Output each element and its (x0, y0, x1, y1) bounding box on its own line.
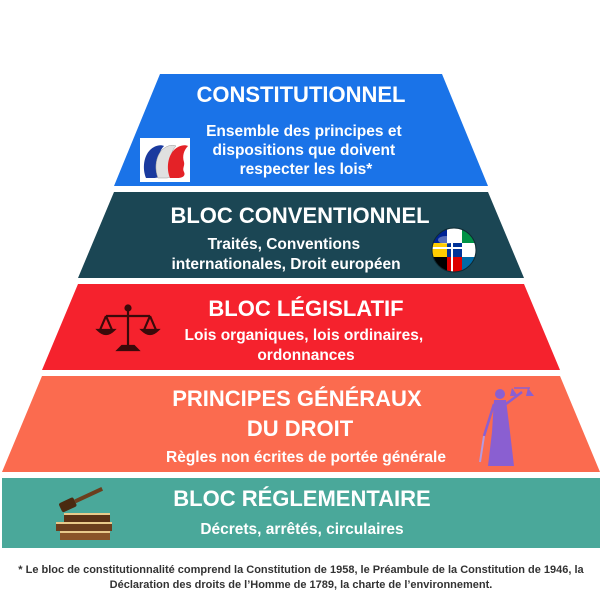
tier-title-line-2: CONSTITUTIONNEL (197, 82, 406, 107)
tier-shape (2, 478, 600, 548)
tier-title: BLOC LÉGISLATIF (208, 296, 403, 321)
tier-title: BLOC RÉGLEMENTAIRE (173, 486, 430, 511)
pyramid-diagram: BLOC CONSTITUTIONNEL Ensemble des princi… (2, 52, 600, 548)
tier-subtitle: Règles non écrites de portée générale (166, 449, 446, 466)
lady-justice-icon (479, 387, 534, 466)
tier-subtitle: Traités, Conventions internationales, Dr… (171, 236, 400, 273)
flags-globe-icon (431, 227, 477, 273)
tier-shape (114, 74, 488, 186)
tier-bloc-legislatif: BLOC LÉGISLATIF Lois organiques, lois or… (42, 284, 560, 370)
tier-bloc-conventionnel: BLOC CONVENTIONNEL Traités, Conventions … (78, 192, 524, 278)
tier-subtitle: Lois organiques, lois ordinaires, ordonn… (185, 327, 428, 364)
tier-shape (78, 192, 524, 278)
tier-title: BLOC CONVENTIONNEL (170, 203, 429, 228)
tier-bloc-constitutionnel: BLOC CONSTITUTIONNEL Ensemble des princi… (114, 52, 488, 186)
tier-bloc-reglementaire: BLOC RÉGLEMENTAIRE Décrets, arrêtés, cir… (2, 478, 600, 548)
tier-shape (2, 376, 600, 472)
footnote: * Le bloc de constitutionnalité comprend… (18, 564, 584, 591)
tier-principes-generaux: PRINCIPES GÉNÉRAUX DU DROIT Règles non é… (2, 376, 600, 472)
marianne-profiles-icon (140, 138, 190, 182)
gavel-books-icon (56, 486, 112, 540)
tier-title: PRINCIPES GÉNÉRAUX DU DROIT (172, 386, 428, 441)
tier-shape (42, 284, 560, 370)
scales-icon (95, 304, 161, 352)
tier-title: BLOC CONSTITUTIONNEL (197, 52, 406, 107)
tier-subtitle: Ensemble des principes et dispositions q… (206, 123, 406, 178)
tier-subtitle: Décrets, arrêtés, circulaires (200, 521, 403, 538)
